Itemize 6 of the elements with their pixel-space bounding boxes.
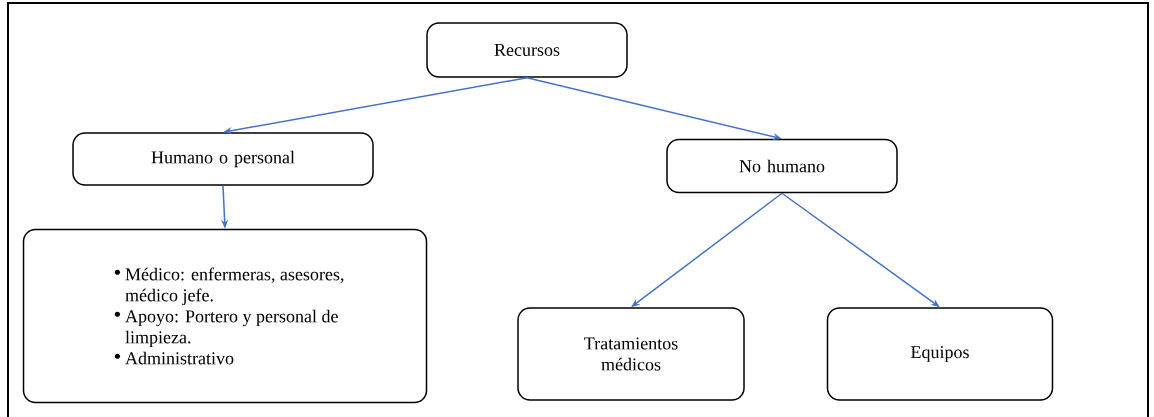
process-box: Equipos bbox=[826, 307, 1054, 401]
process-box: Humano o personal bbox=[72, 132, 374, 186]
process-box: Tratamientos médicos bbox=[517, 307, 745, 401]
list-box: Médico: enfermeras, asesores, médico jefe. Apoyo: Portero y personal de limpieza. Administrativo bbox=[22, 228, 428, 404]
process-box: No humano bbox=[666, 138, 898, 194]
process-box: Recursos bbox=[426, 22, 628, 78]
